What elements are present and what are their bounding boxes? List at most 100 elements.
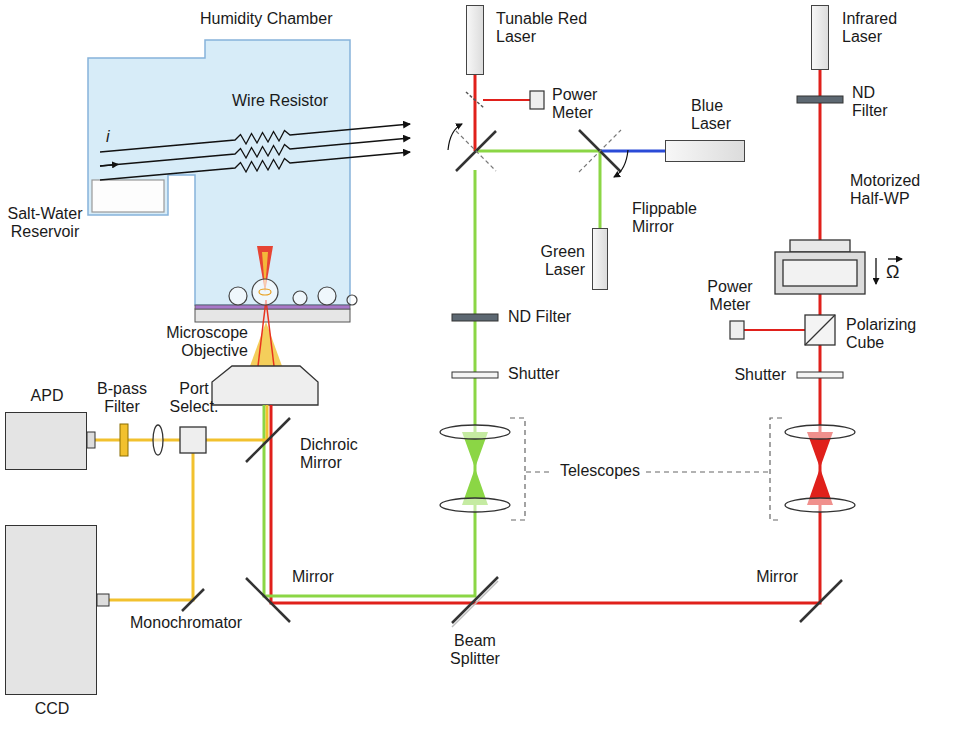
mirror-face — [452, 581, 498, 627]
laser-beam — [271, 70, 820, 603]
part-label: ND Filter — [508, 308, 588, 326]
power-meter — [530, 91, 544, 109]
half-waveplate — [790, 240, 850, 252]
component-label: Infrared Laser — [842, 10, 917, 47]
telescope-bracket — [510, 418, 525, 520]
substrate — [195, 309, 350, 322]
mirror — [246, 578, 290, 622]
flip-arrow — [579, 130, 621, 172]
droplet — [252, 279, 278, 305]
laser-beam — [475, 151, 600, 228]
part-label: Wire Resistor — [232, 92, 342, 110]
droplet — [293, 291, 307, 305]
part-label: i — [106, 128, 120, 146]
droplet — [229, 287, 247, 305]
resistor-wire — [100, 138, 410, 166]
lens — [153, 425, 855, 512]
laser-beam — [474, 75, 477, 151]
component-label: APD — [6, 387, 88, 405]
part-label: Power Meter — [552, 86, 612, 123]
flip-arrow — [456, 131, 496, 171]
mirror — [579, 130, 621, 172]
camera-box: CCD — [5, 525, 97, 695]
telescope-focus — [462, 432, 833, 505]
detector-port — [87, 432, 109, 606]
component-label: CCD — [6, 700, 98, 718]
power-meter — [730, 321, 744, 339]
chamber-outline — [88, 40, 350, 305]
detector-port — [87, 432, 95, 448]
laser-focus — [250, 322, 282, 366]
telescope-bracket — [646, 471, 769, 472]
laser-focus — [250, 246, 282, 366]
part-label: Dichroic Mirror — [300, 436, 380, 473]
telescope-bracket — [770, 418, 782, 520]
laser-beam — [264, 170, 475, 596]
mirror — [246, 418, 290, 462]
part-label: Port Select. — [166, 380, 222, 417]
rotation-arrow — [888, 258, 902, 259]
telescope-focus — [807, 432, 833, 505]
mirror — [800, 580, 842, 622]
chamber-outline — [88, 40, 350, 305]
resistor-wire — [100, 124, 410, 152]
microscope-objective — [212, 366, 318, 405]
half-waveplate — [775, 252, 865, 294]
laser-source: Tunable Red Laser — [466, 5, 484, 75]
flip-arrow — [448, 124, 628, 177]
lens — [785, 498, 855, 512]
part-label: Power Meter — [700, 278, 760, 315]
bandpass-filter — [120, 424, 128, 456]
nd-filter — [452, 314, 498, 321]
substrate — [195, 305, 350, 309]
part-label: Shutter — [508, 365, 578, 383]
droplet — [259, 289, 271, 295]
part-label: Salt-Water Reservoir — [2, 205, 88, 242]
polarizing-cube — [805, 315, 835, 345]
mirror — [182, 589, 204, 611]
shutter — [797, 372, 843, 378]
flip-arrow — [448, 124, 462, 150]
lens — [785, 425, 855, 439]
rotation-symbol: Ω — [886, 262, 906, 283]
detector-box: APD — [5, 412, 87, 470]
laser-beam — [90, 405, 267, 600]
part-label: Polarizing Cube — [846, 316, 931, 353]
part-label: Flippable Mirror — [632, 200, 712, 237]
laser-source: Infrared Laser — [811, 5, 829, 70]
laser-beam — [600, 150, 665, 153]
part-label: Mirror — [738, 568, 798, 586]
detector-port — [97, 594, 109, 606]
droplet — [229, 279, 357, 305]
resistor-symbol — [100, 124, 410, 180]
part-label: Monochromator — [130, 614, 260, 632]
half-waveplate — [775, 240, 865, 294]
part-label: Microscope Objective — [138, 324, 248, 361]
resistor-wire — [100, 152, 410, 180]
substrate — [195, 305, 350, 322]
nd-filter — [797, 96, 843, 103]
flip-arrow — [614, 150, 628, 177]
polarizing-cube — [805, 315, 835, 345]
part-label: B-pass Filter — [92, 380, 152, 417]
polarizing-cube — [805, 315, 835, 345]
laser-source: Green Laser — [592, 228, 608, 290]
component-label: Blue Laser — [691, 97, 751, 134]
lens — [440, 425, 510, 439]
laser-beam — [90, 70, 820, 603]
component-label: Green Laser — [511, 243, 585, 280]
part-label: Beam Splitter — [430, 632, 520, 669]
laser-beam — [744, 329, 805, 331]
humidity-chamber: Humidity Chamber — [88, 40, 350, 305]
mirror — [456, 131, 496, 171]
component-label: Tunable Red Laser — [496, 10, 591, 47]
droplet — [347, 295, 357, 305]
half-waveplate — [783, 260, 857, 286]
lens — [440, 498, 510, 512]
salt-water-reservoir — [92, 180, 164, 212]
part-label: Motorized Half-WP — [850, 172, 940, 209]
telescope-bracket — [526, 471, 552, 472]
laser-focus — [266, 300, 274, 366]
pickoff-window — [466, 92, 484, 108]
